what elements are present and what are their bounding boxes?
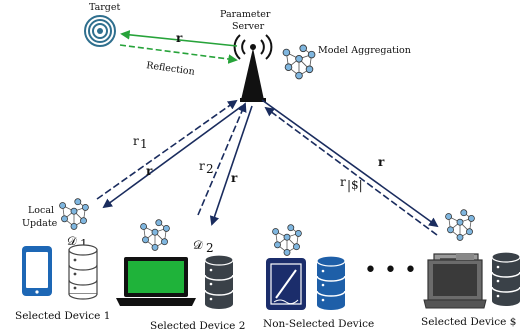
more-devices-ellipsis: • • • bbox=[364, 258, 417, 283]
dataset-d1-label: 𝒟 bbox=[67, 234, 77, 248]
local-model-graph-icon-nonselected bbox=[272, 224, 302, 256]
tablet-icon bbox=[266, 258, 306, 310]
target-r-label: r bbox=[176, 31, 183, 45]
r-down-device2: r bbox=[231, 171, 238, 185]
r-down-device1: r bbox=[146, 164, 153, 178]
uplink-arrow-device-s bbox=[264, 106, 438, 236]
downlink-arrow-device2 bbox=[209, 105, 253, 226]
dataset-d2-subscript: 2 bbox=[206, 241, 214, 255]
database-icon-device-s bbox=[491, 251, 521, 307]
uplink-arrow-device2 bbox=[197, 102, 247, 216]
local-model-graph-icon-1 bbox=[59, 198, 89, 230]
rs-subscript: |$| bbox=[347, 178, 363, 192]
database-icon-device2 bbox=[204, 254, 234, 310]
server-label-line2: Server bbox=[232, 21, 265, 32]
dataset-d2-label: 𝒟 bbox=[193, 238, 203, 252]
device1-caption: Selected Device 1 bbox=[15, 310, 110, 322]
smartphone-icon bbox=[22, 246, 52, 296]
model-aggregation-label: Model Aggregation bbox=[318, 45, 411, 56]
uplink-arrow-device1 bbox=[96, 99, 238, 200]
target-icon bbox=[84, 15, 116, 47]
target-sensing-arrow bbox=[120, 30, 238, 47]
aggregation-graph-icon bbox=[282, 44, 316, 80]
server-label-line1: Parameter bbox=[220, 9, 271, 20]
device-s-caption: Selected Device $ bbox=[421, 316, 516, 328]
local-update-label-line2: Update bbox=[22, 218, 58, 229]
dataset-d1-subscript: 1 bbox=[80, 237, 88, 251]
device2-caption: Selected Device 2 bbox=[150, 320, 245, 332]
local-model-graph-icon-s bbox=[445, 209, 475, 241]
r1-label: r bbox=[133, 134, 139, 148]
r2-subscript: 2 bbox=[206, 162, 214, 176]
database-icon-device1 bbox=[68, 244, 98, 300]
downlink-arrow-device1 bbox=[102, 105, 243, 209]
reflection-arrow bbox=[119, 44, 238, 64]
r2-label: r bbox=[199, 159, 205, 173]
antenna-tower-icon bbox=[233, 34, 273, 102]
database-icon-nonselected bbox=[316, 255, 346, 311]
r1-subscript: 1 bbox=[140, 137, 148, 151]
reflection-label: Reflection bbox=[146, 60, 196, 78]
local-model-graph-icon-2 bbox=[140, 219, 170, 251]
rs-label: r bbox=[340, 175, 346, 189]
target-label: Target bbox=[89, 2, 121, 13]
local-update-label-line1: Local bbox=[28, 205, 54, 216]
non-selected-caption: Non-Selected Device bbox=[263, 318, 374, 330]
r-down-device-s: r bbox=[378, 155, 385, 169]
desktop-computer-icon bbox=[423, 253, 487, 309]
downlink-arrow-device-s bbox=[261, 99, 439, 228]
laptop-icon bbox=[116, 257, 196, 306]
